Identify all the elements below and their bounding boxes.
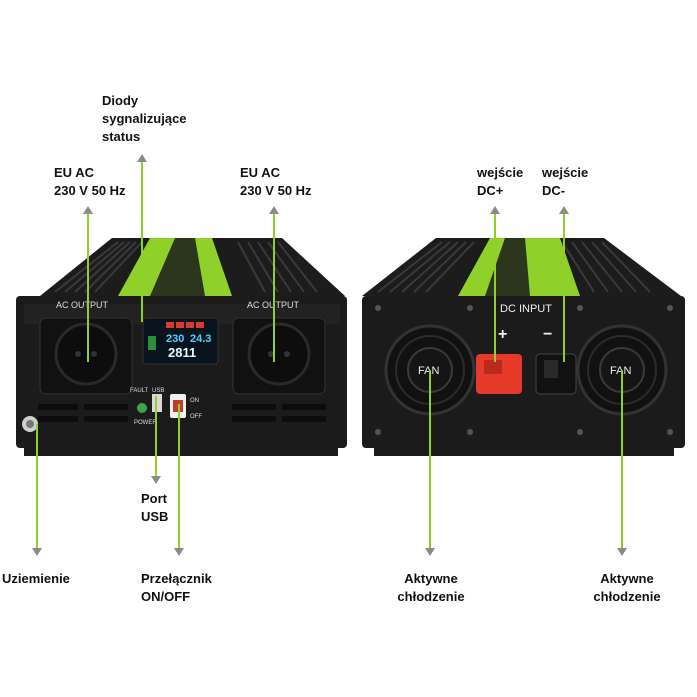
- power-indicator-label: POWER: [134, 420, 157, 426]
- label-eu-ac-right: EU AC 230 V 50 Hz: [240, 165, 312, 198]
- label-ground: Uziemienie: [2, 571, 70, 586]
- dc-input-label: DC INPUT: [500, 303, 552, 315]
- usb-port-label: USB: [152, 388, 165, 394]
- display-voltage-readout: 230: [166, 333, 185, 345]
- fan-right-label: FAN: [610, 362, 631, 380]
- usb-slot: [152, 394, 162, 412]
- label-active-cooling-left: Aktywne chłodzenie: [397, 571, 465, 604]
- display-dc-readout: 24.3: [190, 333, 212, 345]
- display-power-readout: 2811: [168, 345, 197, 360]
- fault-indicator-label: FAULT: [130, 388, 149, 394]
- label-dc-plus-input: wejście DC+: [477, 165, 524, 198]
- dc-minus-symbol: −: [543, 326, 553, 343]
- label-usb-port: Port USB: [141, 491, 169, 524]
- switch-on-label: ON: [190, 398, 199, 404]
- label-eu-ac-left: EU AC 230 V 50 Hz: [54, 165, 126, 198]
- label-dc-minus-input: wejście DC-: [542, 165, 589, 198]
- ac-output-left-label: AC OUTPUT: [56, 300, 109, 310]
- fan-left-label: FAN: [418, 362, 439, 380]
- lcd-display: [142, 317, 219, 365]
- ac-output-right-label: AC OUTPUT: [247, 300, 300, 310]
- dc-plus-symbol: +: [498, 326, 508, 343]
- label-active-cooling-right: Aktywne chłodzenie: [593, 571, 661, 604]
- label-status-diodes: Diody sygnalizujące status: [102, 93, 187, 144]
- label-on-off-switch: Przełącznik ON/OFF: [141, 571, 212, 604]
- switch-off-label: OFF: [190, 414, 202, 420]
- power-led: [137, 403, 147, 413]
